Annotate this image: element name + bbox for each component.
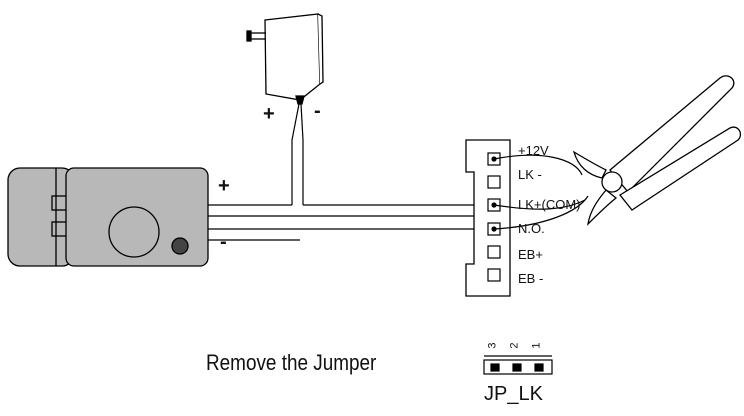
lock-plus-label: +: [218, 175, 230, 197]
jumper-pin-number: 2: [508, 342, 521, 349]
electric-lock: [7, 167, 209, 267]
connector-pin: [487, 268, 501, 282]
jumper-pin-number: 1: [530, 342, 543, 349]
connector-pin: [487, 175, 501, 189]
remove-jumper-instruction: Remove the Jumper: [206, 350, 377, 375]
pin-label: LK+(COM): [518, 197, 581, 212]
jumper-name: JP_LK: [484, 383, 543, 405]
power-cable: [291, 103, 304, 205]
wire-cutter-pliers: [572, 75, 742, 226]
power-plus-label: +: [263, 103, 275, 125]
pin-label: LK -: [518, 167, 542, 182]
lock-cable: [208, 204, 490, 241]
pin-label: EB -: [518, 271, 544, 286]
terminal-wires: [493, 154, 589, 230]
lock-minus-label: -: [220, 231, 227, 253]
connector-pins: [487, 152, 501, 282]
jumper-jp-lk: [483, 355, 553, 375]
power-minus-label: -: [314, 100, 321, 122]
power-adapter: [246, 13, 324, 105]
pin-label: EB+: [518, 247, 543, 262]
pin-label: +12V: [518, 143, 549, 158]
pin-label: N.O.: [518, 221, 545, 236]
connector-pin: [487, 245, 501, 259]
jumper-pin-number: 3: [486, 342, 499, 349]
